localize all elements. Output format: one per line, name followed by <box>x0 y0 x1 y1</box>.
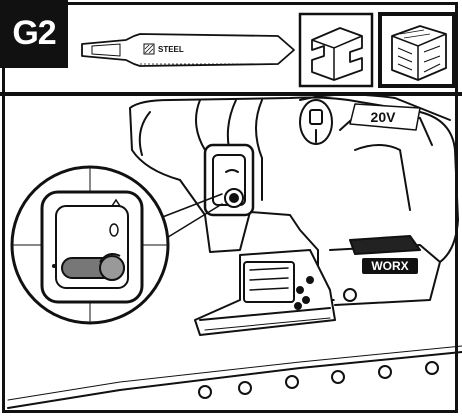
step-label: G2 <box>12 14 56 52</box>
step-badge: G2 <box>0 0 68 68</box>
step-header: G2 STEEL <box>0 0 462 92</box>
blade-icon: STEEL <box>81 33 295 67</box>
header-graphics: STEEL <box>81 12 456 88</box>
voltage-badge: 20V <box>371 109 397 125</box>
brand-label: WORX <box>371 259 408 273</box>
wood-icon <box>378 12 456 88</box>
zoom-callout <box>10 165 170 325</box>
page-border <box>2 2 458 413</box>
header-divider <box>0 92 462 96</box>
metal-profile-icon <box>298 12 374 88</box>
blade-material-label: STEEL <box>158 45 184 54</box>
